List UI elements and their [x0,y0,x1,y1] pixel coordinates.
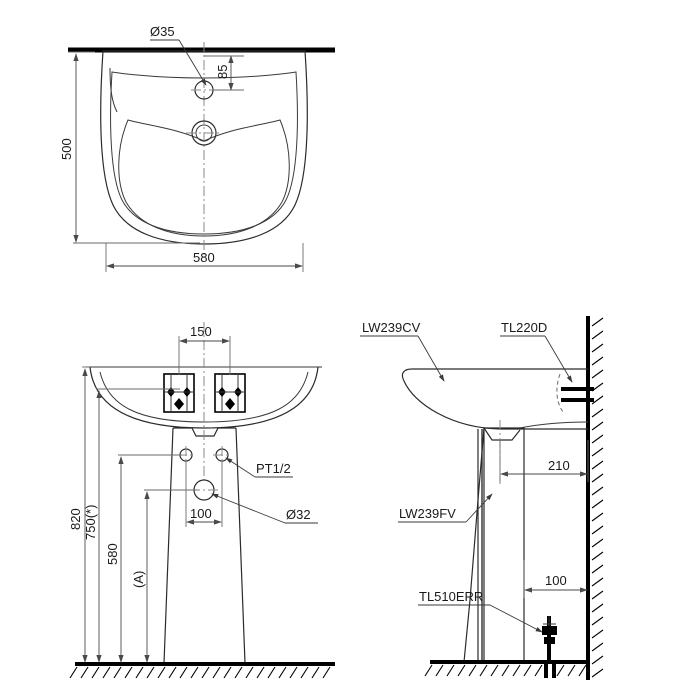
dim-label-A: (A) [131,571,146,588]
callout-label-pt12: PT1/2 [256,461,291,476]
dim-A [144,489,198,663]
dim-580-front [118,454,182,663]
dim-85 [204,55,244,91]
view-side: 210 100 LW239CV TL220D LW239FV [360,316,604,680]
dim-label-580: 580 [193,250,215,265]
pedestal-top-edge [173,427,236,437]
callout-label-lw239fv: LW239FV [399,506,456,521]
callout-label-tl220d: TL220D [501,320,547,335]
leader-lw239fv [398,493,493,523]
leader-tl510err [418,604,543,633]
drain-hole-symbol [186,120,222,146]
tl220d-hidden-outline [556,373,564,413]
front-basin-outline [89,366,319,429]
leader-lw239cv [360,335,445,382]
side-basin-outline [401,368,588,430]
dim-100-front [185,461,223,527]
dim-label-85: 85 [215,65,230,79]
dim-820 [82,366,90,663]
dim-150 [178,336,231,375]
pedestal-left-edge [163,427,174,664]
dim-label-150: 150 [190,324,212,339]
dim-label-500: 500 [59,138,74,160]
dim-100-side [523,560,588,598]
callout-label-dia32: Ø32 [286,507,311,522]
side-wall-hatch [591,317,604,678]
dim-label-820: 820 [68,508,83,530]
dim-210 [499,440,589,482]
side-pedestal-front [463,427,485,663]
side-pedestal-notch [483,427,521,441]
dim-750 [96,388,180,663]
side-floor-hatch [424,664,587,677]
side-basin-rim-detail [519,421,589,429]
front-floor-hatch [69,666,331,679]
side-pedestal-back-face [484,427,525,662]
angle-stop-valve-symbol [542,616,557,678]
dim-label-100-side: 100 [545,573,567,588]
basin-ledge-left [109,67,118,113]
leader-dia32 [211,493,318,524]
dim-label-750: 750(*) [83,505,98,540]
view-front: 150 PT1/2 Ø32 [68,322,335,679]
dim-500 [68,51,200,244]
leader-tl220d [500,335,573,383]
basin-inner-rim [110,71,298,235]
dim-580 [105,243,304,272]
dim-label-580-front: 580 [105,543,120,565]
bracket-symbol-right [214,373,246,413]
dim-label-210: 210 [548,458,570,473]
leader-pt12 [225,457,293,478]
dim-label-100-front: 100 [190,506,212,521]
callout-label-lw239cv: LW239CV [362,320,421,335]
view-top: Ø35 85 500 580 [59,24,335,272]
pedestal-right-edge [235,427,246,664]
callout-label-tl510err: TL510ERR [419,589,483,604]
bracket-symbol-left [163,373,195,413]
dim-label-dia35: Ø35 [150,24,175,39]
leader-dia35 [150,39,207,86]
